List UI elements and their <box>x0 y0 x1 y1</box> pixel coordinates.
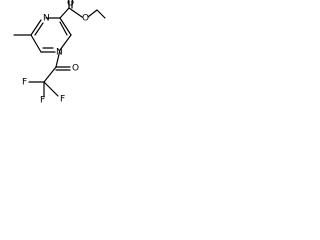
bond-ethyl-ch2-ch3 <box>96 9 106 19</box>
chemical-structure-diagram: N N O O O F F F <box>13 0 106 106</box>
atom-label-o-ester-carbonyl: O <box>67 0 74 9</box>
atom-label-o-ketone: O <box>72 64 79 74</box>
atom-label-f-bottom: F <box>40 96 45 106</box>
structure-canvas: N N O O O F F F <box>0 0 106 107</box>
bond-ring-to-ketone-carbon <box>55 49 61 68</box>
atom-label-o-ester-ether: O <box>82 14 89 24</box>
atom-label-n-top: N <box>43 14 50 24</box>
bond-ring-c6-c5 <box>30 34 42 53</box>
bond-ring-double-c3-c2 <box>59 21 68 36</box>
bond-ring-c2-n1 <box>59 34 72 51</box>
bond-ring-double-c5-n4 <box>34 22 44 36</box>
atom-label-n-bottom: N <box>56 48 63 58</box>
bond-ester-c-o-single <box>68 7 83 18</box>
atom-label-f-left: F <box>22 78 27 88</box>
bond-ester-o-ch2 <box>87 9 98 18</box>
bond-ketone-to-cf3-carbon <box>43 66 57 83</box>
bond-cf3-to-f-right <box>43 81 59 97</box>
bond-ring-c3-c2 <box>59 17 72 36</box>
bond-ring-c5-n4 <box>30 19 42 36</box>
atom-label-f-right: F <box>60 95 65 105</box>
bond-ring-to-ester-carbonyl-carbon <box>59 7 70 19</box>
